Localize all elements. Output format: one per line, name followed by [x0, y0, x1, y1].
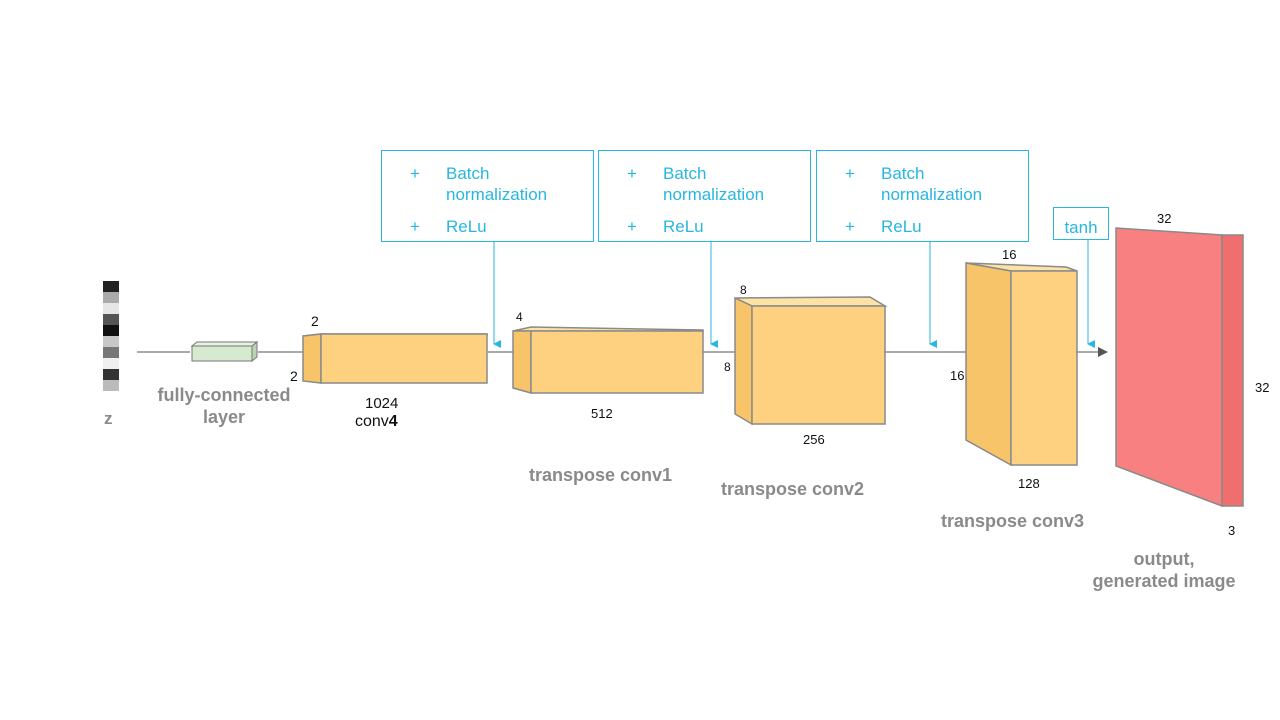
- flow-arrowhead: [1098, 347, 1108, 357]
- tconv1-label: transpose conv1: [529, 465, 673, 485]
- bn-label: Batch: [446, 164, 490, 183]
- relu-label: ReLu: [881, 217, 922, 236]
- output-block: [1115, 227, 1244, 508]
- fc-layer-block: [190, 340, 259, 363]
- bullet-plus: +: [845, 217, 855, 236]
- bn-connectors: [493, 240, 1095, 348]
- tconv2-depth-dim: 256: [803, 432, 825, 447]
- tconv3-label: transpose conv3: [941, 511, 1085, 531]
- conv4-num-text: 4: [388, 413, 398, 430]
- bullet-plus: +: [410, 164, 420, 183]
- bullet-plus: +: [627, 164, 637, 183]
- fc-label-line-2: layer: [202, 407, 246, 427]
- tconv3-left-dim: 16: [950, 368, 965, 383]
- z-vector: [103, 281, 119, 391]
- conv4-name-label: conv4: [355, 413, 398, 431]
- tconv2-label: transpose conv2: [721, 479, 865, 499]
- tconv2-left-dim: 8: [724, 360, 731, 374]
- conv4-block: [302, 333, 488, 384]
- output-label: output, generated image: [1080, 548, 1248, 592]
- bn-label-2: normalization: [881, 185, 983, 204]
- tconv3-depth-dim: 128: [1018, 476, 1040, 491]
- conv4-top-dim: 2: [311, 313, 319, 329]
- tconv2-block: [734, 296, 888, 426]
- fc-label-line-1: fully-connected: [157, 385, 291, 405]
- bn-relu-box-2: + Batch normalization + ReLu: [598, 150, 811, 242]
- fc-layer-label: fully-connected layer: [148, 384, 300, 428]
- output-label-line-1: output,: [1133, 549, 1195, 569]
- conv4-name-text: conv: [355, 413, 389, 430]
- output-top-dim: 32: [1157, 211, 1172, 226]
- conv4-left-dim: 2: [290, 368, 298, 384]
- bullet-plus: +: [845, 164, 855, 183]
- bn-relu-box-1: + Batch normalization + ReLu: [381, 150, 594, 242]
- output-label-line-2: generated image: [1092, 571, 1236, 591]
- relu-label: ReLu: [663, 217, 704, 236]
- bullet-plus: +: [410, 217, 420, 236]
- output-right-dim: 32: [1255, 380, 1270, 395]
- output-depth-dim: 3: [1228, 523, 1236, 538]
- relu-label: ReLu: [446, 217, 487, 236]
- conv4-size-label: 1024: [365, 395, 399, 412]
- tconv2-top-dim: 8: [740, 283, 747, 297]
- bn-relu-box-3: + Batch normalization + ReLu: [816, 150, 1029, 242]
- tconv1-top-dim: 4: [516, 310, 523, 324]
- tconv3-top-dim: 16: [1002, 247, 1017, 262]
- z-label: z: [104, 409, 113, 428]
- bn-label-2: normalization: [446, 185, 548, 204]
- bullet-plus: +: [627, 217, 637, 236]
- bn-label: Batch: [881, 164, 925, 183]
- bn-label-2: normalization: [663, 185, 765, 204]
- tconv1-depth-dim: 512: [591, 406, 613, 421]
- tanh-box: tanh: [1053, 207, 1109, 240]
- bn-label: Batch: [663, 164, 707, 183]
- tconv3-block: [965, 262, 1078, 467]
- tconv1-block: [512, 326, 704, 394]
